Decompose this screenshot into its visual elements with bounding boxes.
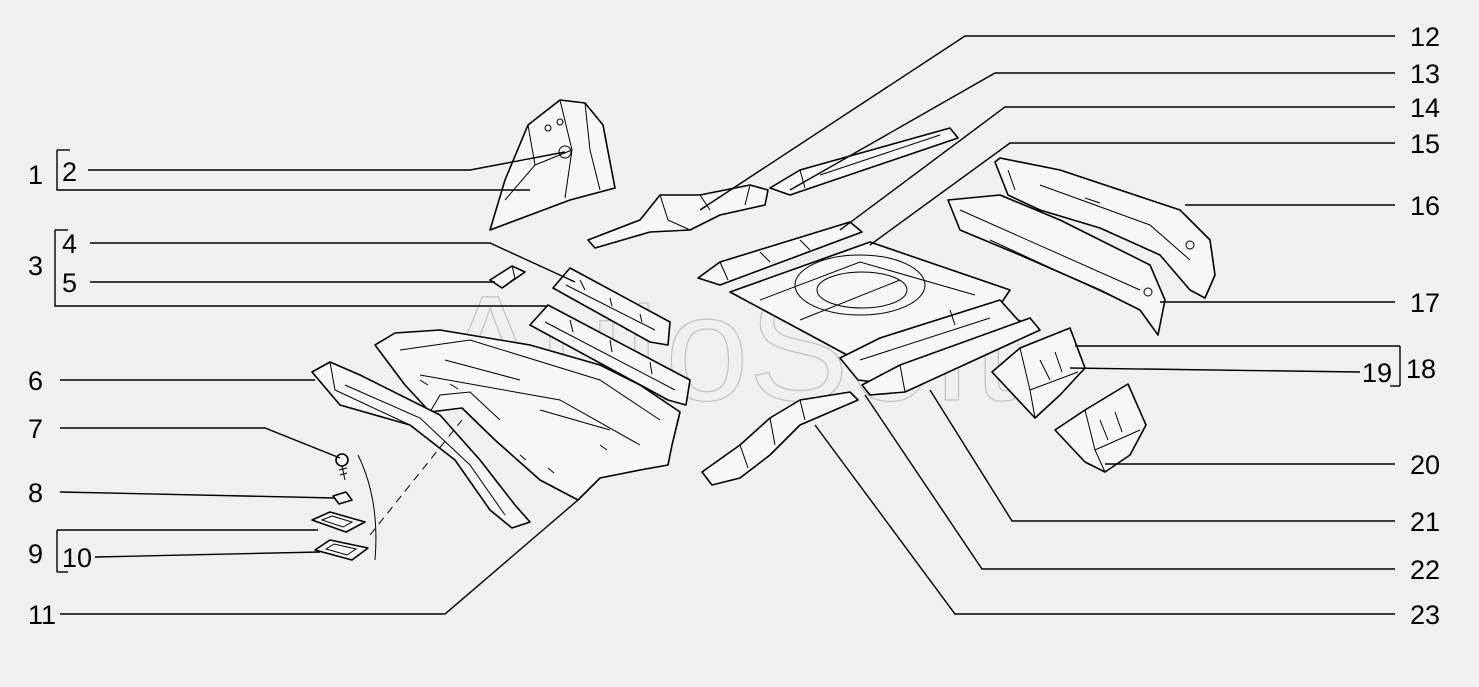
part-clip [332,491,353,505]
label-9: 9 [28,539,43,569]
part-rear-panel-upper [994,157,1216,299]
leader-lines [54,35,1401,615]
label-14: 14 [1410,93,1440,123]
part-rear-long-member [587,184,769,249]
label-13: 13 [1410,59,1440,89]
assembly-dash [357,419,463,561]
label-8: 8 [28,478,43,508]
part-side-member [701,391,859,486]
part-screw [335,453,349,481]
part-wheel-arch [489,99,616,231]
label-19: 19 [1362,358,1392,388]
label-11: 11 [28,600,56,630]
label-4: 4 [62,229,77,259]
label-3: 3 [28,251,43,281]
label-18: 18 [1406,354,1436,384]
label-10: 10 [62,543,92,573]
label-1: 1 [28,160,43,190]
label-12: 12 [1410,22,1440,52]
label-17: 17 [1410,288,1440,318]
label-21: 21 [1410,507,1440,537]
part-plugs [311,511,369,561]
part-lower-box-section [1054,383,1147,473]
label-6: 6 [28,366,43,396]
part-front-floor [374,329,681,501]
label-22: 22 [1410,555,1440,585]
label-20: 20 [1410,450,1440,480]
label-7: 7 [28,414,43,444]
part-lower-rail [861,317,1041,396]
part-heel-panel [697,221,863,286]
callout-labels: 1 2 3 4 5 6 7 8 9 10 11 12 13 14 15 16 1… [28,22,1440,630]
part-side-sill [311,361,531,529]
label-23: 23 [1410,600,1440,630]
part-bracket [489,265,526,289]
part-rear-panel-lower [947,194,1166,336]
part-rail [769,127,959,196]
label-5: 5 [62,268,77,298]
label-15: 15 [1410,129,1440,159]
label-16: 16 [1410,191,1440,221]
label-2: 2 [62,157,77,187]
part-cross-member-upper [552,267,671,346]
